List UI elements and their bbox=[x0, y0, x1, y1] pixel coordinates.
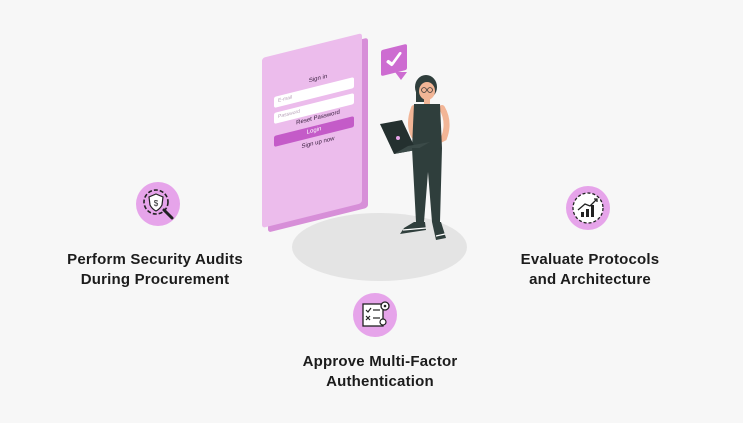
caption-security-audits: Perform Security Audits During Procureme… bbox=[40, 250, 270, 290]
login-panel: Sign in E-mail Password Reset Password L… bbox=[262, 33, 362, 228]
caption-multi-factor-line1: Approve Multi-Factor bbox=[302, 353, 458, 370]
caption-evaluate-protocols-line2: and Architecture bbox=[529, 271, 651, 288]
password-placeholder: Password bbox=[278, 108, 300, 121]
caption-evaluate-protocols: Evaluate Protocols and Architecture bbox=[480, 250, 700, 290]
email-placeholder: E-mail bbox=[278, 94, 293, 105]
caption-evaluate-protocols-line1: Evaluate Protocols bbox=[520, 251, 660, 268]
bubble-tail bbox=[395, 72, 407, 80]
person-with-laptop bbox=[380, 75, 450, 240]
checklist-gear-icon bbox=[353, 293, 397, 337]
svg-text:$: $ bbox=[154, 199, 159, 208]
caption-multi-factor: Approve Multi-Factor Authentication bbox=[260, 352, 500, 392]
shield-dollar-magnifier-icon: $ bbox=[136, 182, 180, 226]
login-illustration: Sign in E-mail Password Reset Password L… bbox=[262, 33, 374, 230]
growth-chart-icon bbox=[566, 186, 610, 230]
checkmark-bubble-icon bbox=[381, 43, 407, 77]
caption-security-audits-line1: Perform Security Audits bbox=[67, 251, 243, 268]
caption-security-audits-line2: During Procurement bbox=[80, 271, 230, 288]
caption-multi-factor-line2: Authentication bbox=[326, 373, 434, 390]
